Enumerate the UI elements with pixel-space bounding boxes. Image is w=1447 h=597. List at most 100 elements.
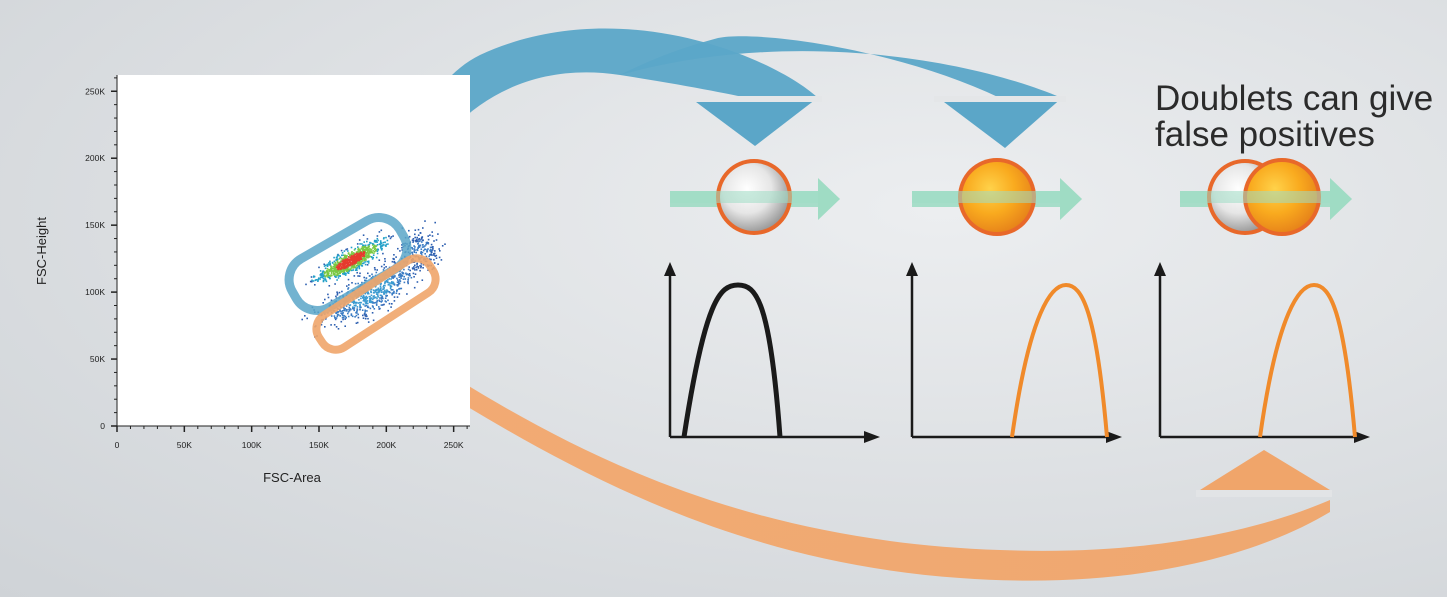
- event-dot: [351, 261, 354, 263]
- event-dot: [363, 313, 366, 315]
- event-dot: [378, 299, 381, 302]
- event-dot: [333, 270, 335, 272]
- y-tick-label: 250K: [85, 86, 105, 96]
- event-dot: [364, 263, 367, 266]
- event-dot: [306, 317, 308, 320]
- x-arrow-icon: [1106, 431, 1122, 443]
- event-dot: [318, 266, 320, 269]
- caption-line-2: false positives: [1155, 115, 1375, 154]
- event-dot: [304, 315, 306, 317]
- event-dot: [420, 238, 422, 241]
- event-dot: [400, 275, 403, 277]
- event-dot: [365, 299, 367, 301]
- event-dot: [381, 247, 383, 250]
- event-dot: [335, 295, 337, 298]
- event-dot: [399, 270, 401, 273]
- event-dot: [386, 294, 388, 297]
- event-dot: [356, 253, 359, 255]
- event-dot: [422, 244, 424, 246]
- event-dot: [332, 271, 335, 273]
- event-dot: [411, 253, 414, 256]
- event-dot: [357, 247, 360, 250]
- event-dot: [413, 267, 415, 270]
- event-dot: [344, 268, 347, 271]
- event-dot: [321, 273, 323, 275]
- event-dot: [374, 286, 377, 288]
- event-dot: [330, 299, 333, 302]
- event-dot: [398, 276, 401, 278]
- event-dot: [360, 306, 362, 309]
- event-dot: [364, 309, 366, 312]
- event-dot: [386, 290, 389, 292]
- event-dot: [334, 269, 336, 272]
- event-dot: [319, 276, 322, 278]
- event-dot: [347, 287, 350, 289]
- event-dot: [422, 267, 424, 269]
- event-dot: [341, 258, 343, 260]
- event-dot: [336, 254, 339, 257]
- event-dot: [382, 269, 385, 271]
- event-dot: [325, 271, 327, 274]
- event-dot: [391, 292, 393, 295]
- event-dot: [373, 252, 375, 254]
- event-dot: [407, 279, 409, 281]
- event-dot: [324, 326, 326, 328]
- event-dot: [379, 288, 382, 291]
- event-dot: [344, 263, 346, 265]
- event-dot: [369, 307, 372, 310]
- event-dot: [341, 252, 344, 254]
- event-dot: [393, 260, 396, 263]
- event-dot: [372, 295, 375, 298]
- event-dot: [381, 244, 384, 246]
- event-dot: [339, 271, 341, 274]
- event-dot: [352, 267, 354, 269]
- event-dot: [320, 274, 322, 276]
- x-tick-label: 0: [115, 440, 120, 450]
- event-dot: [411, 239, 414, 241]
- singlet-gate-arrow: [392, 28, 1066, 222]
- event-dot: [378, 259, 381, 261]
- event-dot: [357, 250, 359, 252]
- event-dot: [347, 312, 349, 315]
- event-dot: [376, 250, 379, 252]
- event-dot: [431, 246, 433, 248]
- event-dot: [364, 314, 366, 317]
- event-dot: [398, 282, 400, 285]
- event-dot: [431, 254, 433, 256]
- y-axis-label: FSC-Height: [34, 217, 49, 285]
- event-dot: [356, 306, 359, 308]
- event-dot: [329, 275, 332, 277]
- event-dot: [380, 289, 383, 292]
- event-dot: [397, 247, 399, 250]
- event-dot: [333, 256, 335, 259]
- event-dot: [429, 234, 431, 236]
- event-dot: [327, 263, 329, 266]
- event-dot: [359, 258, 361, 260]
- event-dot: [343, 250, 346, 252]
- event-dot: [365, 259, 367, 261]
- event-dot: [372, 245, 375, 248]
- event-dot: [355, 314, 358, 317]
- event-dot: [427, 238, 430, 241]
- event-dot: [331, 262, 334, 264]
- event-dot: [355, 257, 358, 260]
- event-dot: [365, 301, 368, 303]
- event-dot: [419, 232, 422, 234]
- event-dot: [353, 307, 356, 309]
- event-dot: [328, 276, 330, 279]
- event-dot: [322, 270, 325, 272]
- event-dot: [376, 301, 378, 303]
- event-dot: [349, 253, 351, 256]
- event-dot: [417, 228, 420, 231]
- event-dot: [385, 243, 388, 246]
- event-dot: [369, 296, 371, 298]
- event-dot: [347, 303, 349, 306]
- event-dot: [358, 252, 361, 255]
- event-dot: [352, 306, 354, 308]
- event-dot: [346, 258, 348, 261]
- event-dot: [394, 262, 396, 264]
- event-dot: [433, 262, 436, 264]
- event-dot: [312, 280, 315, 282]
- event-dot: [351, 282, 353, 284]
- event-dot: [332, 265, 335, 268]
